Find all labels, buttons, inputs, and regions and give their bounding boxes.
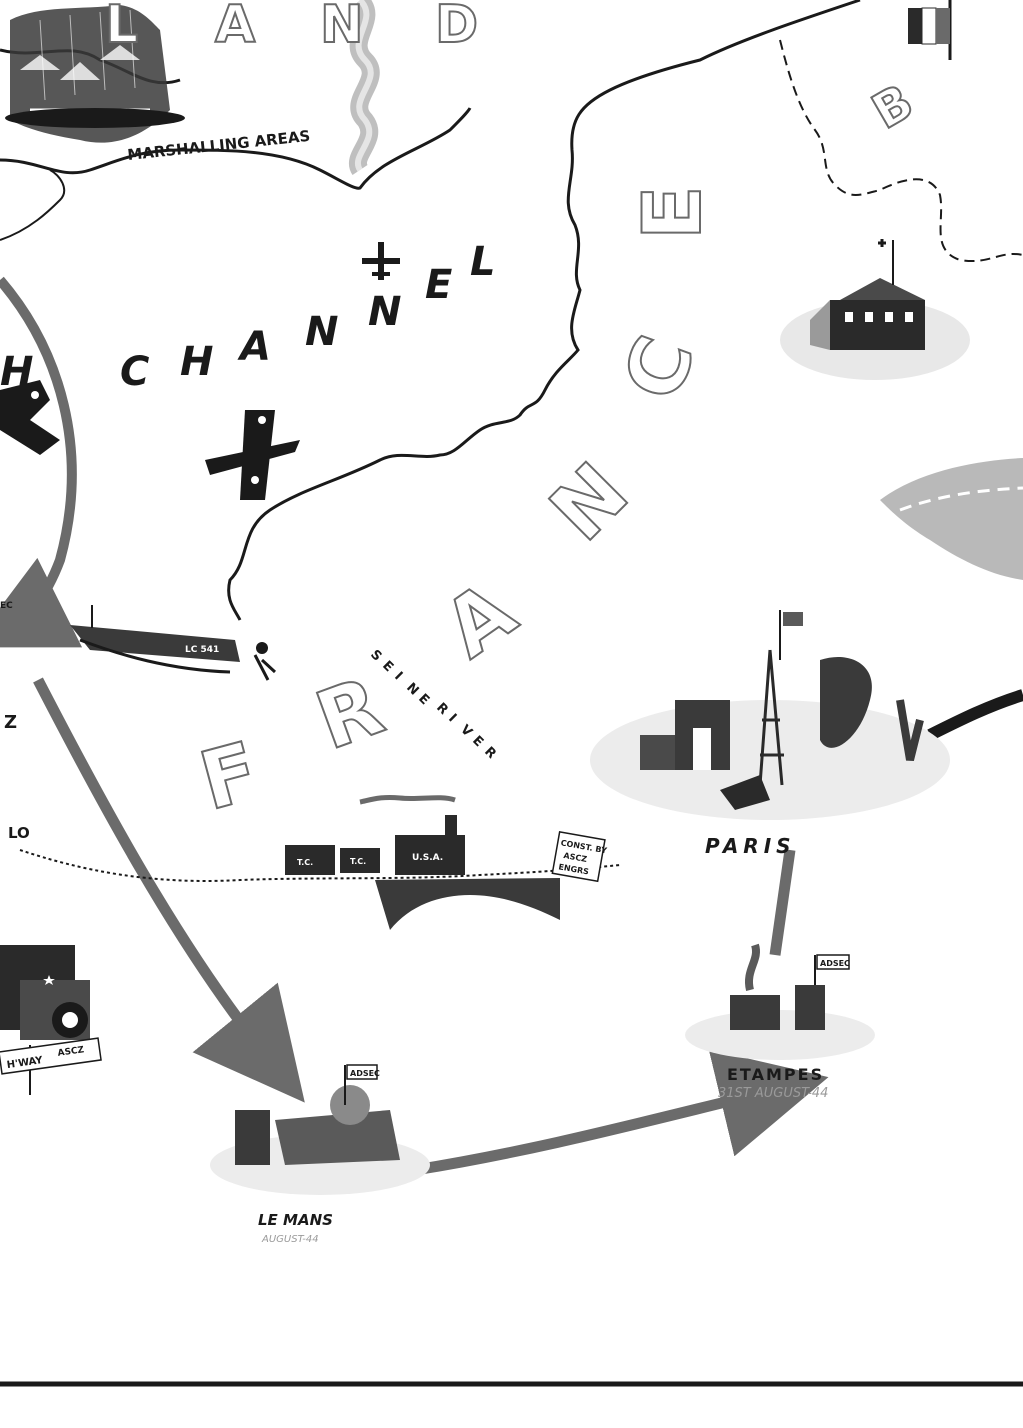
svg-text:N: N (320, 0, 364, 55)
paris-illustration (590, 610, 950, 820)
svg-text:I: I (391, 669, 405, 683)
svg-text:E: E (469, 733, 486, 750)
route-arrow-etampes-to-paris (769, 849, 796, 956)
left-label-z: Z (4, 712, 17, 733)
bomber-plane-left-icon (0, 380, 60, 455)
svg-text:R: R (481, 744, 499, 762)
svg-text:N: N (368, 289, 401, 335)
le-mans-flag-label: ADSEC (350, 1069, 380, 1078)
le-mans-label: LE MANS (258, 1211, 333, 1229)
left-edge-h-label: H (0, 349, 33, 395)
svg-text:R: R (305, 659, 395, 767)
svg-text:A: A (215, 0, 255, 55)
svg-text:C: C (605, 325, 712, 412)
top-title-letters: L A N D (104, 0, 479, 56)
svg-text:D: D (435, 0, 478, 55)
svg-text:A: A (428, 564, 532, 676)
svg-text:N: N (403, 680, 421, 698)
svg-text:C: C (120, 349, 149, 395)
svg-text:F: F (191, 724, 268, 828)
svg-text:I: I (445, 711, 459, 725)
svg-text:R: R (433, 700, 451, 718)
bridge-sign: CONST. BY ASCZ ENGRS (551, 831, 608, 883)
svg-text:E: E (379, 658, 396, 675)
road-strip (880, 458, 1023, 580)
svg-text:N: N (305, 309, 338, 355)
svg-text:N: N (533, 445, 646, 558)
french-flag-icon (908, 0, 952, 60)
belgium-letter: B (863, 74, 923, 141)
train-engine-label: U.S.A. (412, 853, 443, 863)
svg-text:E: E (415, 691, 432, 708)
left-label-ec: EC (0, 601, 13, 611)
etampes-flag-label: ADSEC (820, 959, 850, 968)
marshalling-camp-illustration (5, 5, 185, 143)
channel-label: C H A N N E L (120, 239, 496, 395)
left-label-lo: LO (8, 824, 30, 842)
train-car-label-2: T.C. (350, 857, 366, 866)
svg-text:H'WAY: H'WAY (6, 1055, 44, 1071)
etampes-label: ETAMPES (727, 1065, 824, 1084)
truck-sign: H'WAY ASCZ (0, 1037, 102, 1075)
railway-line (19, 849, 621, 882)
train-car-label-1: T.C. (297, 858, 313, 867)
svg-text:E: E (626, 185, 719, 240)
train-illustration (285, 795, 465, 875)
svg-text:S: S (367, 647, 384, 664)
svg-text:E: E (425, 262, 452, 308)
route-arrow-to-le-mans (33, 677, 305, 1103)
truck-illustration (0, 945, 90, 1095)
le-mans-date: AUGUST-44 (261, 1234, 319, 1245)
svg-text:ASCZ: ASCZ (57, 1045, 85, 1059)
belgium-border (779, 39, 1023, 262)
bridge-illustration (375, 878, 560, 932)
svg-text:L: L (105, 0, 138, 55)
paris-label: PARIS (705, 834, 796, 858)
route-arrow-paris-east (927, 689, 1023, 741)
route-arrow-to-etampes (414, 1049, 829, 1176)
fighter-plane-icon (205, 410, 300, 500)
etampes-illustration (685, 943, 875, 1060)
france-coastline (227, 0, 861, 621)
svg-text:V: V (457, 722, 475, 740)
smoke-column (349, 0, 380, 175)
svg-text:A: A (237, 324, 271, 370)
le-mans-illustration (210, 1064, 430, 1195)
svg-text:L: L (470, 239, 496, 285)
svg-text:H: H (180, 339, 213, 385)
route-arc-left (0, 276, 83, 648)
svg-text:ASCZ: ASCZ (563, 851, 588, 864)
etampes-date: 31ST AUGUST-44 (718, 1086, 828, 1101)
landing-craft-illustration (70, 605, 277, 681)
hospital-building-illustration (780, 239, 970, 380)
bomber-plane-small-icon (362, 242, 400, 280)
landing-craft-label: LC 541 (185, 645, 219, 655)
